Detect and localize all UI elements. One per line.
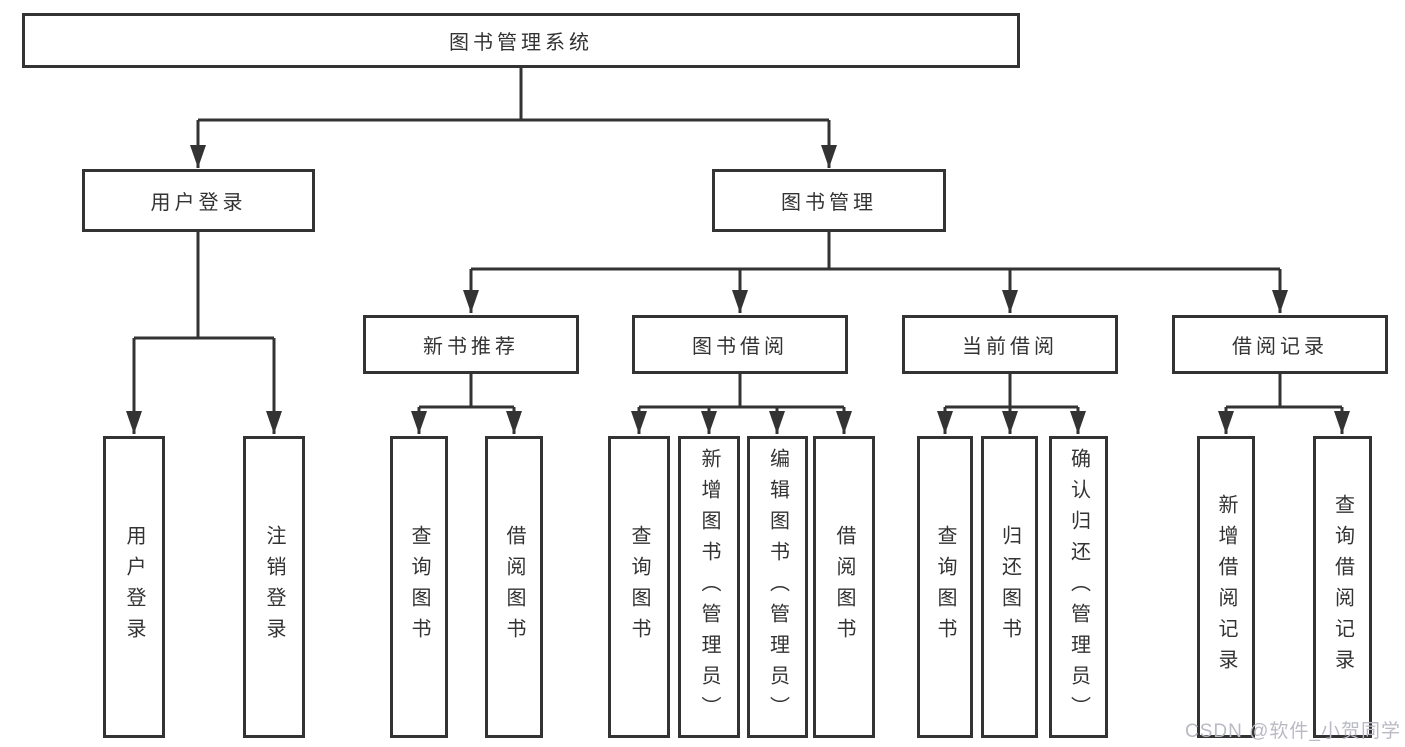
leaf-borrow-borrow: 借阅图书 bbox=[813, 436, 875, 738]
node-label: 图书借阅 bbox=[692, 336, 788, 358]
node-root-system: 图书管理系统 bbox=[22, 13, 1020, 68]
node-label: 当前借阅 bbox=[962, 336, 1058, 358]
leaf-user-login: 用户登录 bbox=[103, 436, 165, 738]
leaf-label: 借阅图书 bbox=[503, 525, 525, 649]
node-label: 图书管理 bbox=[781, 192, 877, 214]
leaf-label: 借阅图书 bbox=[833, 525, 855, 649]
leaf-newbook-borrow: 借阅图书 bbox=[485, 436, 543, 738]
node-label: 图书管理系统 bbox=[449, 32, 593, 54]
leaf-borrow-edit-admin: 编辑图书（管理员） bbox=[747, 436, 808, 738]
leaf-current-query: 查询图书 bbox=[917, 436, 973, 738]
leaf-label: 新增借阅记录 bbox=[1215, 494, 1237, 680]
leaf-record-add: 新增借阅记录 bbox=[1197, 436, 1255, 738]
leaf-label: 归还图书 bbox=[998, 525, 1021, 649]
leaf-label: 用户登录 bbox=[123, 525, 145, 649]
leaf-label: 查询借阅记录 bbox=[1331, 494, 1354, 680]
leaf-label: 新增图书（管理员） bbox=[698, 447, 720, 727]
node-user-login: 用户登录 bbox=[82, 169, 315, 232]
node-new-book-recommend: 新书推荐 bbox=[363, 315, 579, 374]
leaf-label: 查询图书 bbox=[628, 525, 650, 649]
leaf-borrow-add-admin: 新增图书（管理员） bbox=[678, 436, 740, 738]
csdn-watermark: CSDN @软件_小贺同学 bbox=[1185, 721, 1401, 742]
node-current-borrow: 当前借阅 bbox=[902, 315, 1118, 374]
leaf-label: 注销登录 bbox=[263, 525, 285, 649]
leaf-record-query: 查询借阅记录 bbox=[1313, 436, 1372, 738]
leaf-current-return: 归还图书 bbox=[981, 436, 1038, 738]
leaf-newbook-query: 查询图书 bbox=[390, 436, 448, 738]
leaf-label: 确认归还（管理员） bbox=[1067, 447, 1090, 727]
leaf-label: 查询图书 bbox=[934, 525, 956, 649]
node-label: 新书推荐 bbox=[423, 336, 519, 358]
node-label: 用户登录 bbox=[150, 192, 247, 214]
leaf-current-confirm-admin: 确认归还（管理员） bbox=[1049, 436, 1108, 738]
leaf-borrow-query: 查询图书 bbox=[608, 436, 670, 738]
node-book-borrow: 图书借阅 bbox=[632, 315, 848, 374]
node-borrow-records: 借阅记录 bbox=[1172, 315, 1388, 374]
node-label: 借阅记录 bbox=[1232, 336, 1328, 358]
leaf-label: 编辑图书（管理员） bbox=[766, 447, 789, 727]
node-book-management: 图书管理 bbox=[712, 169, 946, 232]
leaf-label: 查询图书 bbox=[408, 525, 430, 649]
leaf-logout: 注销登录 bbox=[243, 436, 305, 738]
